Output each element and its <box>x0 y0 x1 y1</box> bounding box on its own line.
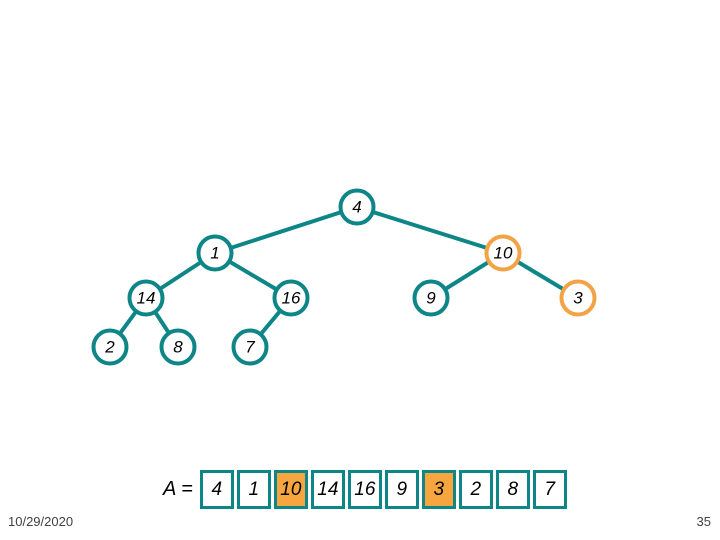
tree-node-7 <box>231 328 269 366</box>
array-cell-4: 4 <box>199 470 234 509</box>
tree-node-label-1: 1 <box>210 244 219 263</box>
tree-edge <box>213 205 359 255</box>
tree-node-4 <box>338 188 376 226</box>
tree-node-2 <box>91 328 129 366</box>
tree-node-label-4: 4 <box>352 198 361 217</box>
array-label: A = <box>163 478 193 500</box>
tree-node-1 <box>196 234 234 272</box>
binary-tree-diagram: 4 1 10 14 16 9 3 2 8 7 <box>91 188 597 366</box>
tree-node-3 <box>559 279 597 317</box>
tree-node-label-16: 16 <box>282 289 301 308</box>
tree-node-label-7: 7 <box>245 338 255 357</box>
tree-edge <box>355 205 505 255</box>
array-cell-2: 2 <box>458 470 493 509</box>
tree-node-14 <box>127 279 165 317</box>
tree-node-label-9: 9 <box>426 289 436 308</box>
tree-node-label-8: 8 <box>173 338 183 357</box>
tree-node-8 <box>159 328 197 366</box>
tree-node-label-10: 10 <box>494 244 513 263</box>
tree-node-9 <box>412 279 450 317</box>
tree-node-16 <box>272 279 310 317</box>
array-cell-14: 14 <box>310 470 345 509</box>
array-cell-1: 1 <box>236 470 271 509</box>
slide-number: 35 <box>696 514 711 529</box>
slide-date: 10/29/2020 <box>8 514 74 529</box>
tree-node-10 <box>484 234 522 272</box>
array-cell-16: 16 <box>347 470 382 509</box>
array-cell-9: 9 <box>384 470 419 509</box>
tree-node-label-14: 14 <box>137 289 156 308</box>
array-cell-8: 8 <box>495 470 530 509</box>
tree-node-label-3: 3 <box>573 289 583 308</box>
array-cell-3: 3 <box>421 470 456 509</box>
array-cell-7: 7 <box>532 470 567 509</box>
array-cell-10: 10 <box>273 470 308 509</box>
tree-node-label-2: 2 <box>104 338 115 357</box>
